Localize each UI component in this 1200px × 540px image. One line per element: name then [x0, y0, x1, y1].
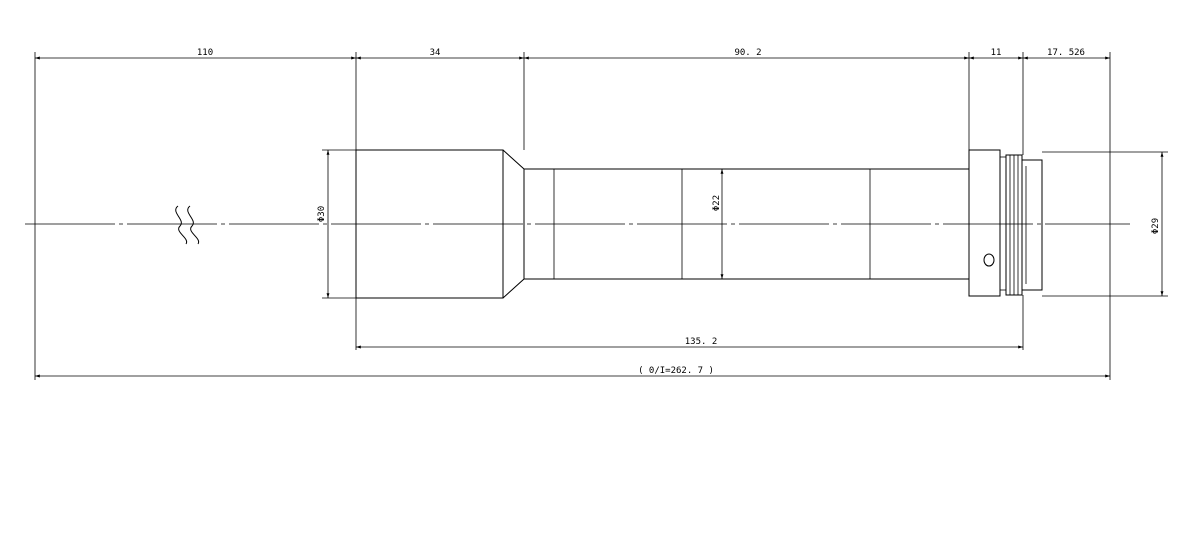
lens-body — [355, 149, 1043, 299]
rear-collar — [968, 149, 1001, 297]
dim-label-90-2: 90. 2 — [734, 48, 761, 58]
extension-lines — [34, 52, 1168, 380]
dim-label-135-2: 135. 2 — [685, 337, 718, 347]
c-mount-thread — [1021, 159, 1043, 291]
dim-label-34: 34 — [430, 48, 441, 58]
set-screw — [983, 253, 995, 267]
dim-label-17-526: 17. 526 — [1047, 48, 1085, 58]
front-barrel — [355, 149, 504, 299]
dia-label-30: Φ30 — [317, 206, 327, 222]
dia-label-22: Φ22 — [712, 195, 722, 211]
dia-label-29: Φ29 — [1151, 218, 1161, 234]
dim-label-110: 110 — [197, 48, 213, 58]
wavy-break-icon — [175, 205, 200, 245]
dim-label-11: 11 — [991, 48, 1002, 58]
dim-label-total: ( 0/I=262. 7 ) — [638, 366, 714, 376]
